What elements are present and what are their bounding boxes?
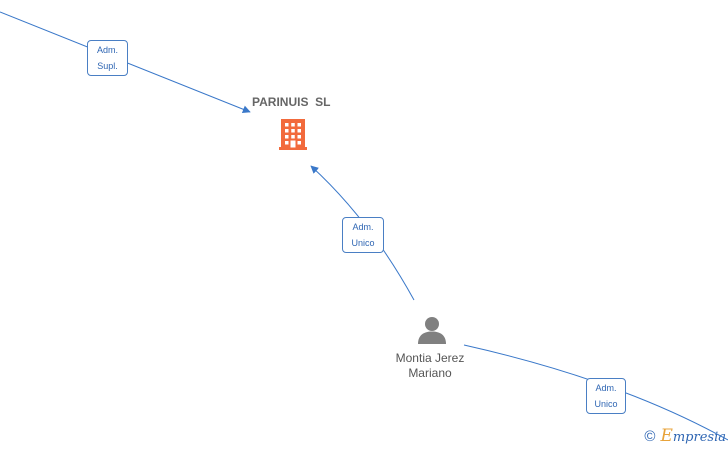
company-name[interactable]: PARINUIS SL	[252, 95, 331, 109]
edge-label-line2: Unico	[351, 238, 375, 248]
person-name[interactable]: Montia Jerez Mariano	[385, 351, 475, 381]
edge-label-line2: Supl.	[97, 61, 118, 71]
brand-initial: E	[660, 426, 673, 446]
edge-label-adm-supl[interactable]: Adm. Supl.	[87, 40, 128, 76]
edge-label-line1: Adm.	[352, 222, 374, 232]
person-name-line2: Mariano	[408, 366, 452, 380]
edge-label-adm-unico-offscreen[interactable]: Adm. Unico	[586, 378, 626, 414]
building-icon[interactable]	[277, 117, 309, 156]
edge-label-line2: Unico	[594, 399, 618, 409]
person-name-line1: Montia Jerez	[395, 351, 465, 365]
brand-watermark: © Empresia	[644, 426, 726, 446]
edge-label-adm-unico-person[interactable]: Adm. Unico	[342, 217, 384, 253]
person-icon[interactable]	[417, 316, 447, 349]
brand-rest: mpresia	[672, 430, 726, 445]
edge-label-line1: Adm.	[96, 45, 118, 55]
brand-logo: Empresia	[660, 426, 726, 446]
copyright-symbol: ©	[644, 427, 656, 445]
edge-label-line1: Adm.	[595, 383, 617, 393]
